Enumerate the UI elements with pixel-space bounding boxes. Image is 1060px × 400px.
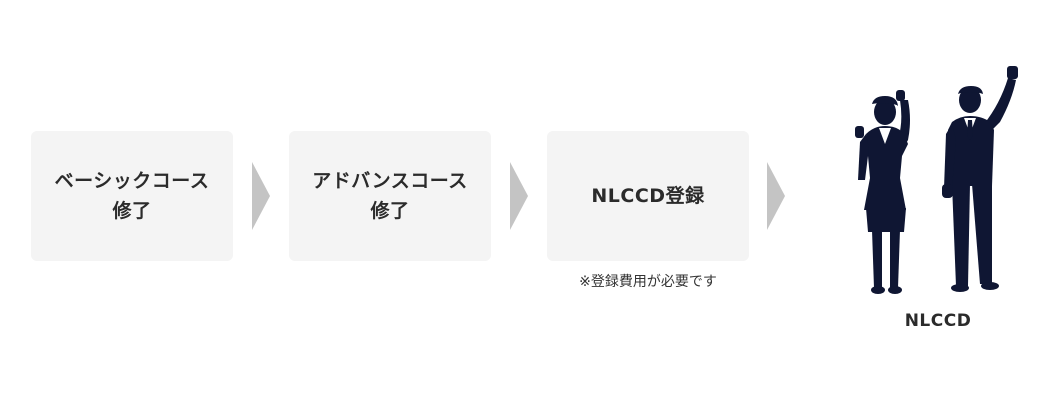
- arrow-right-icon: [767, 162, 785, 230]
- step-label: アドバンスコース 修了: [312, 170, 468, 222]
- result-label: NLCCD: [904, 311, 972, 331]
- step-nlccd-registration: NLCCD登録: [547, 131, 749, 261]
- step-basic-course: ベーシックコース 修了: [31, 131, 233, 261]
- step-label: ベーシックコース 修了: [54, 170, 210, 222]
- celebrating-business-people-icon: [855, 66, 1018, 294]
- step-label: NLCCD登録: [591, 185, 705, 207]
- step-advanced-course: アドバンスコース 修了: [289, 131, 491, 261]
- arrow-right-icon: [510, 162, 528, 230]
- registration-fee-note: ※登録費用が必要です: [579, 274, 717, 290]
- arrow-right-icon: [252, 162, 270, 230]
